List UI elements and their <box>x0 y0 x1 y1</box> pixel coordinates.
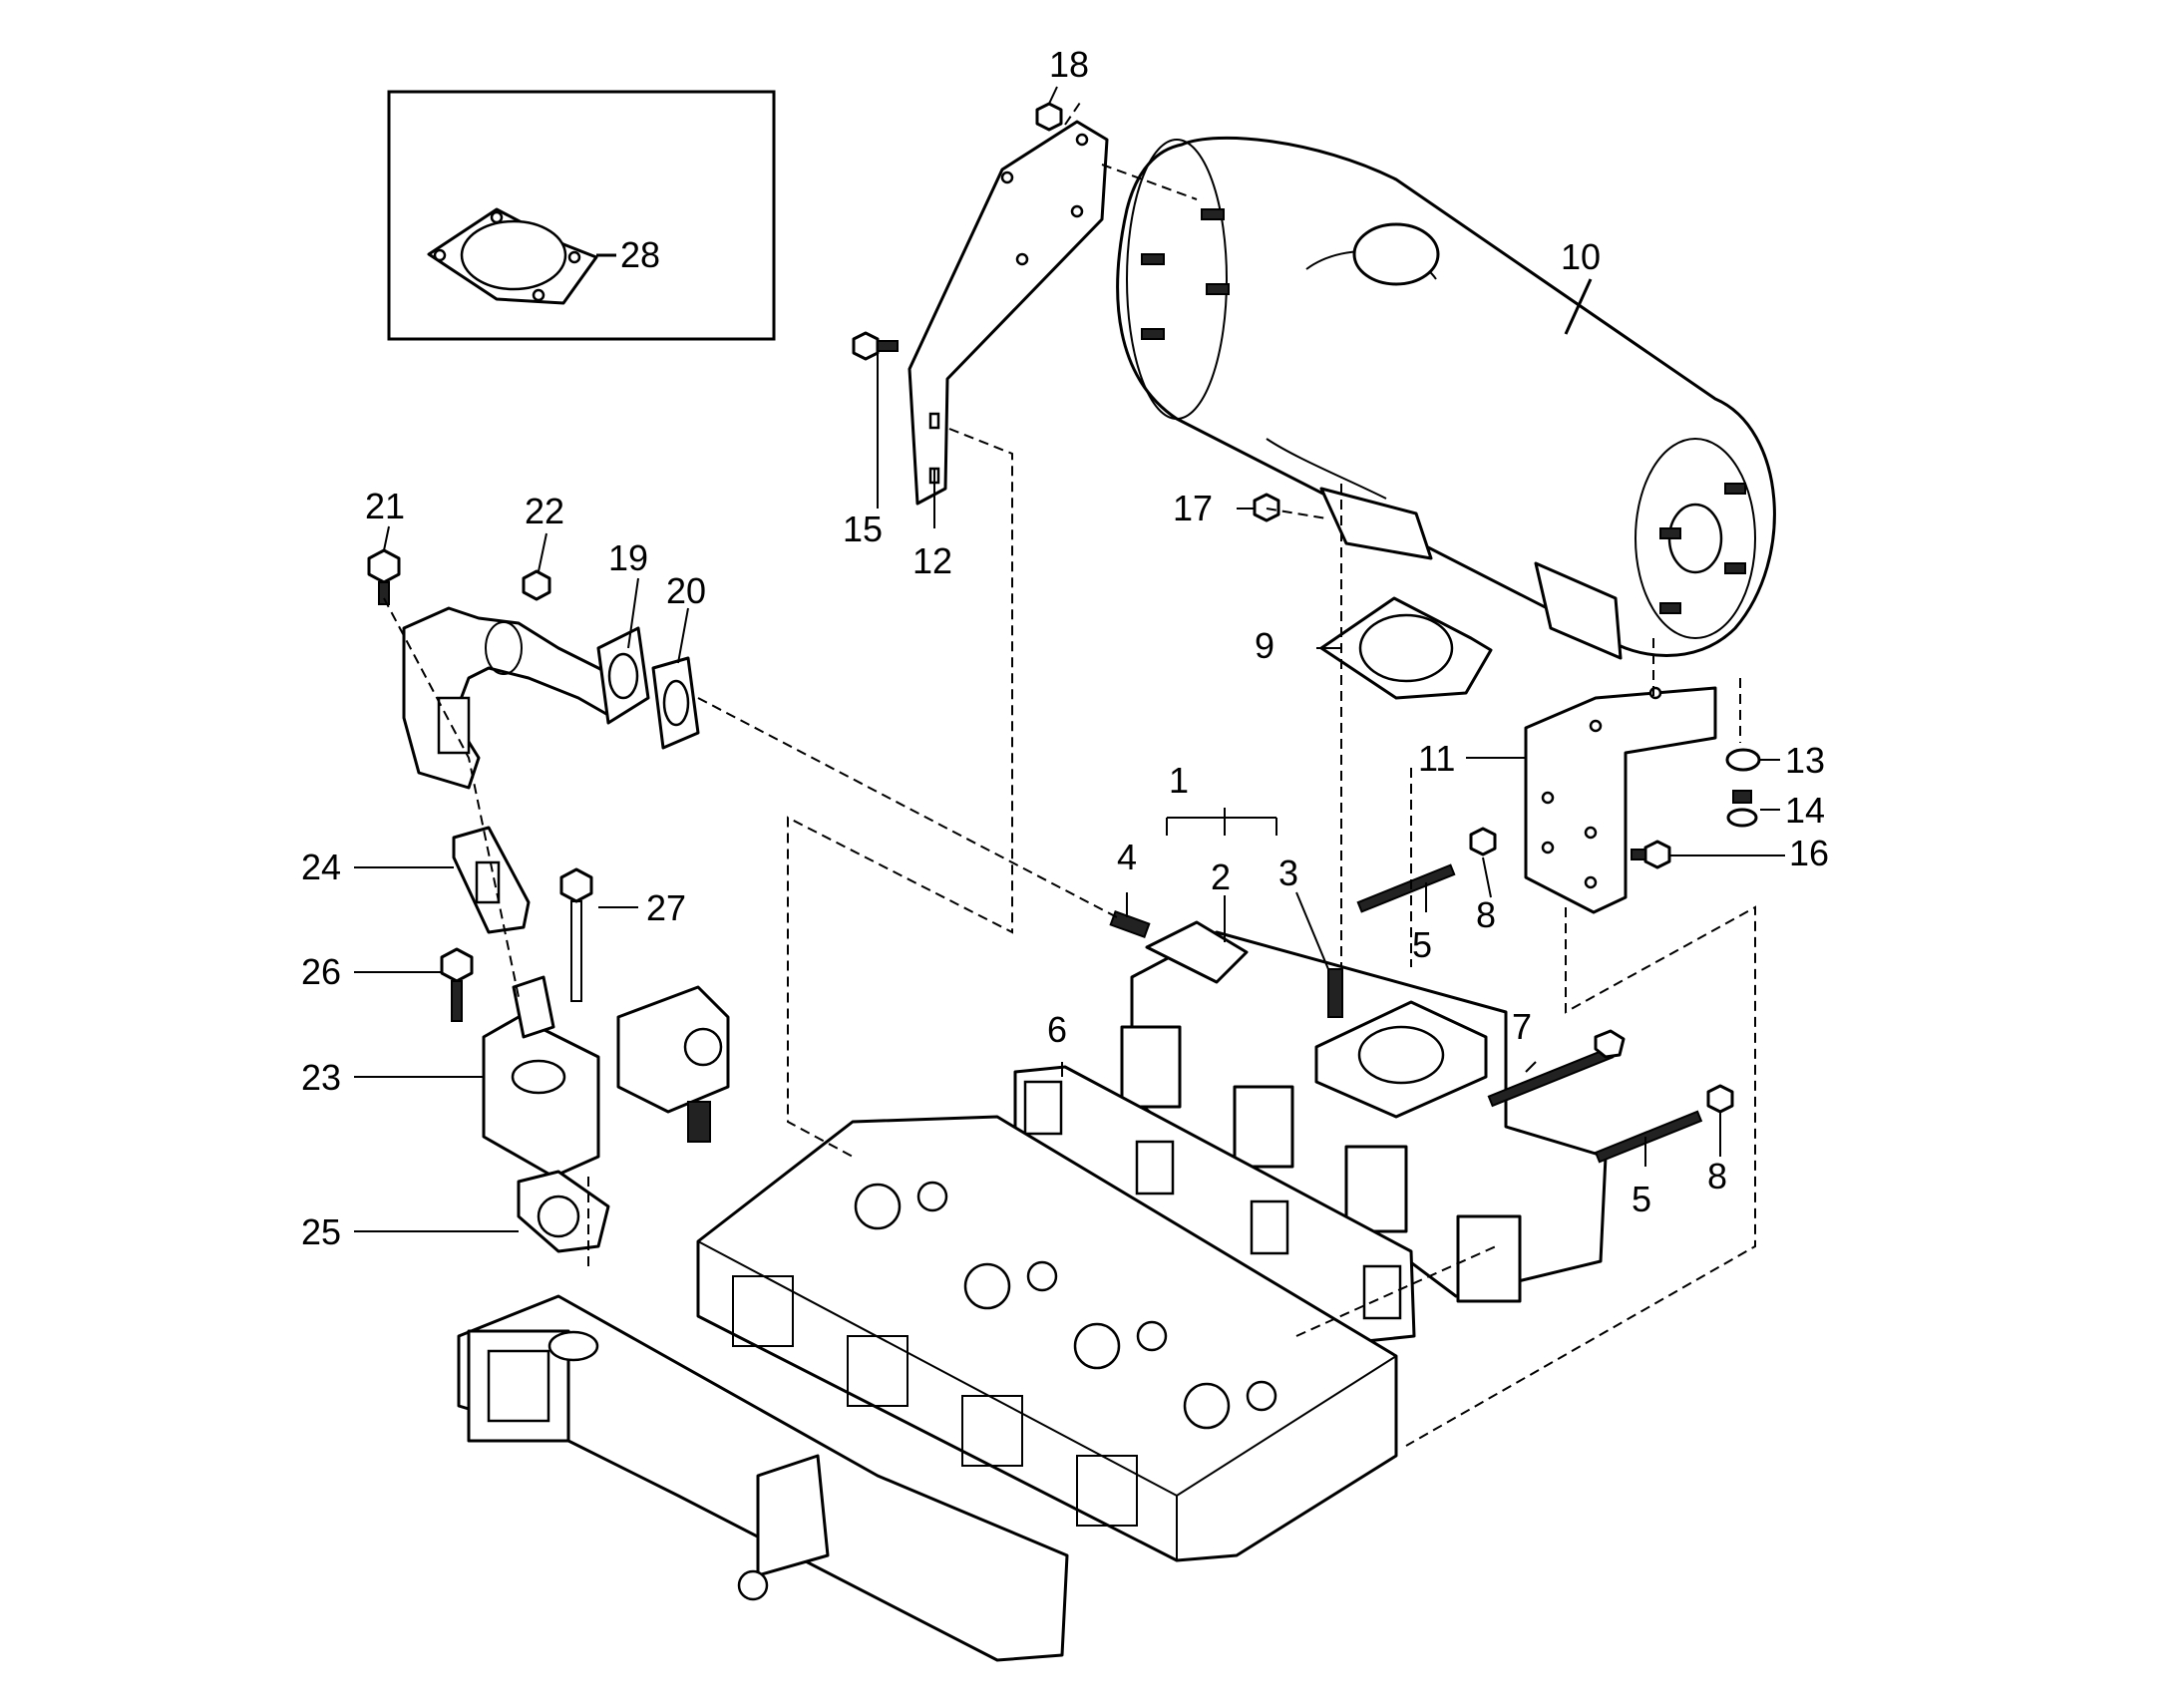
callout-24: 24 <box>301 847 341 887</box>
alignment-lines <box>383 99 1756 1447</box>
callout-6: 6 <box>1047 1009 1067 1050</box>
callout-1: 1 <box>1169 760 1189 801</box>
bolt-16 <box>1631 840 1671 869</box>
bolt-26 <box>440 947 474 1022</box>
leader-lines <box>354 86 1785 1232</box>
callout-16: 16 <box>1789 833 1829 873</box>
callout-15: 15 <box>843 509 883 549</box>
callout-12: 12 <box>912 540 952 581</box>
callout-3: 3 <box>1278 853 1298 893</box>
callout-21: 21 <box>365 486 405 526</box>
callout-5-upper: 5 <box>1412 924 1432 965</box>
gasket-25 <box>517 1170 610 1253</box>
callout-10: 10 <box>1561 236 1601 277</box>
bolt-14 <box>1726 790 1758 828</box>
callout-2: 2 <box>1211 856 1231 897</box>
bracket-12 <box>908 120 1109 506</box>
callout-27: 27 <box>646 887 686 928</box>
callout-23: 23 <box>301 1057 341 1098</box>
callout-11: 11 <box>1418 738 1455 779</box>
flange-19 <box>596 626 650 725</box>
gasket-28 <box>427 207 598 305</box>
callout-26: 26 <box>301 951 341 992</box>
callout-13: 13 <box>1785 740 1825 781</box>
nut-8-lower <box>1706 1084 1734 1114</box>
muffler <box>1116 136 1776 660</box>
callout-9: 9 <box>1255 625 1274 666</box>
bolt-18 <box>1035 102 1063 132</box>
exhaust-manifold <box>1120 920 1608 1303</box>
stud-5-upper <box>1356 863 1456 913</box>
egr-pipe <box>402 606 625 790</box>
bolt-7 <box>1487 1029 1626 1108</box>
callout-18: 18 <box>1049 44 1089 85</box>
callout-17: 17 <box>1173 488 1213 528</box>
gasket-24 <box>452 826 531 934</box>
inset-box <box>387 90 776 341</box>
nut-17 <box>1253 493 1280 522</box>
nut-8-upper <box>1469 827 1497 856</box>
stud-3 <box>1327 968 1343 1018</box>
stud-5-lower <box>1594 1110 1703 1164</box>
bolt-27 <box>559 867 593 1002</box>
callout-labels: 1 2 3 4 5 5 6 7 8 8 9 10 11 12 13 14 15 … <box>301 44 1829 1252</box>
callout-20: 20 <box>666 570 706 611</box>
bolt-15 <box>852 331 899 361</box>
callout-19: 19 <box>608 537 648 578</box>
callout-8-upper: 8 <box>1476 894 1496 935</box>
callout-25: 25 <box>301 1211 341 1252</box>
egr-valve <box>482 975 730 1179</box>
stud-4 <box>1109 909 1151 939</box>
callout-22: 22 <box>525 491 564 531</box>
gasket-20 <box>651 656 700 750</box>
cylinder-head <box>696 1115 1398 1562</box>
bolt-21 <box>367 548 401 605</box>
muffler-studs <box>1141 208 1746 614</box>
gasket-9 <box>1319 596 1493 700</box>
callout-14: 14 <box>1785 790 1825 831</box>
callout-4: 4 <box>1117 837 1137 877</box>
callout-7: 7 <box>1512 1006 1532 1047</box>
callout-28: 28 <box>620 234 660 275</box>
callout-8-lower: 8 <box>1707 1156 1727 1196</box>
callout-5-lower: 5 <box>1632 1179 1651 1219</box>
nut-22 <box>522 569 551 601</box>
bracket-11 <box>1524 686 1717 914</box>
washer-13 <box>1725 748 1761 772</box>
intake-manifold <box>457 1294 1069 1662</box>
